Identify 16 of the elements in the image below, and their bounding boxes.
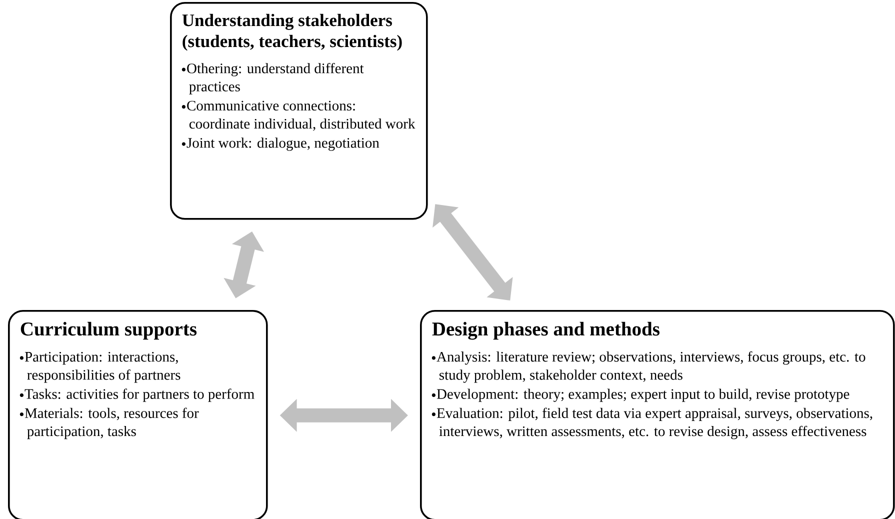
double-arrow <box>432 204 513 300</box>
rounded-box <box>420 310 895 519</box>
bullet-item: Participation: interactions, responsibilities of partners <box>24 352 180 383</box>
node-heading: Design phases and methods <box>432 322 660 340</box>
bullet-item: Analysis: literature review; observations, interviews, focus groups, etc. to study problem, stakeholder context, needs <box>436 351 866 383</box>
bullet-item: Communicative connections: coordinate individual, distributed work <box>187 100 416 131</box>
bullet-item: Othering: understand different practices <box>187 62 364 94</box>
bullet-item: Materials: tools, resources for participation, tasks <box>24 408 199 440</box>
bullet-item: Tasks: activities for partners to perform <box>24 388 254 402</box>
bullet-item: Development: theory; examples; expert input to build, revise prototype <box>436 388 850 402</box>
node-heading: Curriculum supports <box>20 322 197 340</box>
bullet-item: Evaluation: pilot, field test data via expert appraisal, surveys, observations, interviews, written assessments, etc. to revise design, assess effectiveness <box>436 408 872 440</box>
node-heading: Understanding stakeholders (students, teachers, scientists) <box>182 14 402 51</box>
bullet-item: Joint work: dialogue, negotiation <box>186 138 380 151</box>
rounded-box <box>170 2 428 220</box>
rounded-box <box>8 310 268 519</box>
